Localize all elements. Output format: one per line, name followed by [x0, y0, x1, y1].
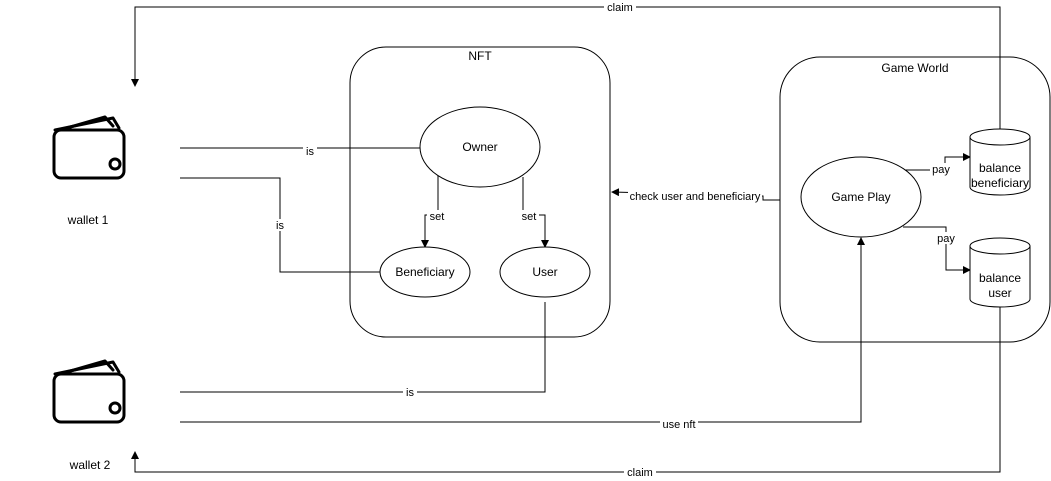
user-node: User: [499, 246, 591, 298]
game-world-container-title: Game World: [881, 61, 948, 75]
svg-text:User: User: [532, 265, 557, 279]
edge-label-pay-user: pay: [935, 232, 957, 245]
edge-pay-user: [903, 226, 971, 274]
edge-label-is-owner: is: [303, 145, 317, 158]
edge-label-set-user: set: [519, 210, 539, 223]
wallet-2-label: wallet 2: [69, 458, 111, 472]
svg-text:claim: claim: [607, 2, 633, 14]
wallet-icon: [52, 115, 126, 180]
wallet-icon: [52, 359, 126, 424]
svg-text:set: set: [522, 211, 537, 223]
svg-text:user: user: [988, 286, 1011, 300]
edge-label-check: check user and beneficiary: [628, 190, 762, 203]
balance-beneficiary-node: balance beneficiary: [969, 128, 1031, 196]
svg-text:Game Play: Game Play: [831, 190, 890, 204]
edge-claim-bottom: [131, 307, 1001, 473]
svg-text:Owner: Owner: [462, 140, 497, 154]
svg-text:check user and beneficiary: check user and beneficiary: [630, 191, 761, 203]
wallet-1-label: wallet 1: [67, 213, 109, 227]
svg-text:is: is: [306, 146, 314, 158]
svg-text:Beneficiary: Beneficiary: [395, 265, 454, 279]
svg-text:pay: pay: [932, 164, 950, 176]
nft-container: NFT: [349, 46, 611, 338]
edge-claim-top: [131, 6, 1001, 130]
balance-user-node: balance user: [969, 237, 1031, 308]
svg-text:balance: balance: [979, 271, 1021, 285]
nft-container-title: NFT: [468, 49, 492, 63]
edge-label-claim-top: claim: [604, 1, 636, 14]
svg-text:claim: claim: [627, 467, 653, 479]
edge-user-wallet2: [180, 302, 546, 393]
svg-text:set: set: [430, 211, 445, 223]
svg-text:beneficiary: beneficiary: [971, 176, 1029, 190]
svg-text:is: is: [276, 220, 284, 232]
svg-text:is: is: [406, 387, 414, 399]
edge-label-set-beneficiary: set: [427, 210, 447, 223]
owner-node: Owner: [419, 106, 541, 188]
edge-label-claim-bottom: claim: [624, 466, 656, 479]
svg-text:pay: pay: [937, 233, 955, 245]
edge-label-pay-beneficiary: pay: [930, 163, 952, 176]
edge-label-is-beneficiary: is: [273, 219, 287, 232]
edge-use-nft: [180, 237, 865, 423]
svg-text:use nft: use nft: [662, 419, 695, 431]
edge-label-is-user: is: [403, 386, 417, 399]
edge-label-use-nft: use nft: [660, 418, 698, 431]
beneficiary-node: Beneficiary: [379, 246, 471, 298]
game-play-node: Game Play: [800, 156, 922, 238]
svg-text:balance: balance: [979, 161, 1021, 175]
